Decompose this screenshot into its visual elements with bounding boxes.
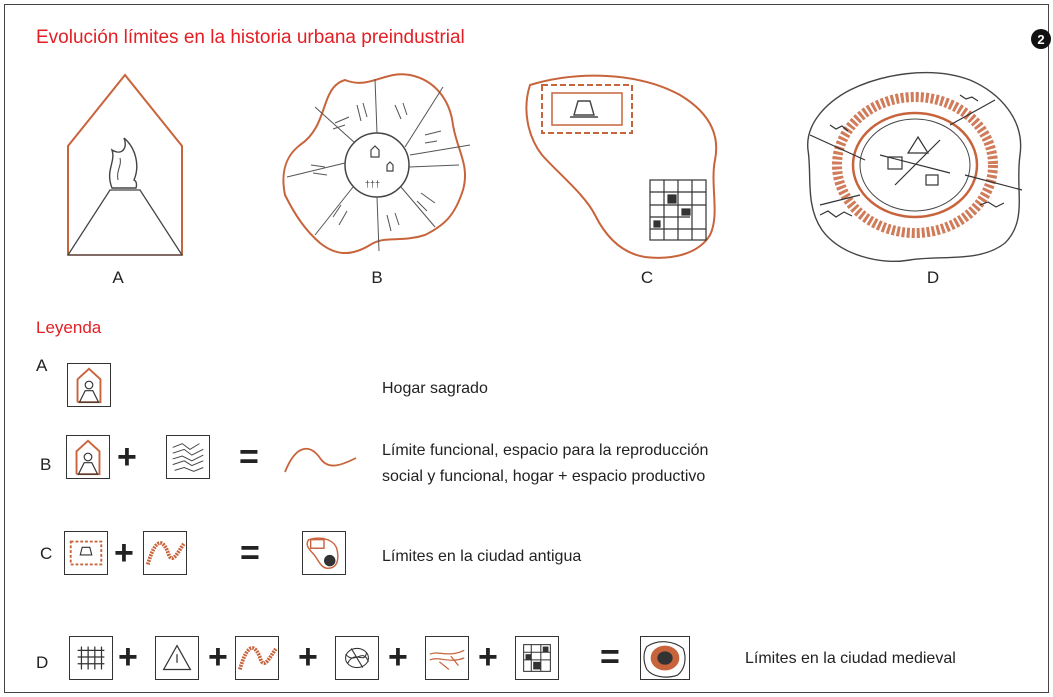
legend-row-b-description-line2: social y funcional, hogar + espacio prod… [382, 468, 706, 485]
legend-row-c-letter: C [40, 544, 53, 563]
plus-sign: + [208, 638, 228, 676]
road-network-icon [425, 636, 469, 680]
diagram-c-ancient-city [525, 74, 718, 259]
plus-sign: + [388, 638, 408, 676]
figure-title: Evolución límites en la historia urbana … [36, 27, 465, 48]
equals-sign: = [600, 638, 620, 676]
legend-row-c-description: Límites en la ciudad antigua [382, 548, 582, 565]
diagram-d-medieval-city [807, 71, 1023, 262]
plus-sign: + [118, 638, 138, 676]
figure-label-d: D [926, 268, 940, 287]
svg-text:†††: ††† [365, 179, 380, 189]
plus-sign: + [117, 438, 137, 476]
warning-triangle-icon [155, 636, 199, 680]
legend-row-b-letter: B [40, 455, 52, 474]
diagram-b-functional-limit: ††† [282, 73, 471, 254]
figure-label-c: C [640, 268, 654, 287]
tangle-icon [335, 636, 379, 680]
equals-sign: = [240, 534, 260, 572]
legend-row-a-letter: A [36, 356, 48, 375]
wave-limit-icon [143, 531, 187, 575]
ancient-city-icon [302, 531, 346, 575]
plus-sign: + [114, 534, 134, 572]
figure-label-b: B [371, 268, 383, 287]
functional-limit-curve-icon [284, 447, 357, 473]
medieval-city-icon [640, 636, 690, 680]
legend-row-b-description-line1: Límite funcional, espacio para la reprod… [382, 442, 709, 459]
productive-space-icon [166, 435, 210, 479]
hearth-house-icon [66, 435, 110, 479]
figure-label-a: A [112, 268, 124, 287]
wave-limit-icon [235, 636, 279, 680]
hearth-house-icon [67, 363, 111, 407]
diagram-a-sacred-hearth [66, 73, 184, 256]
plus-sign: + [298, 638, 318, 676]
legend-row-d-description: Límites en la ciudad medieval [745, 650, 956, 667]
figure-number-badge: 2 [1031, 29, 1051, 49]
legend-row-a-description: Hogar sagrado [382, 380, 488, 397]
grid-icon [69, 636, 113, 680]
figure-frame [4, 4, 1049, 693]
legend-title: Leyenda [36, 318, 102, 337]
plus-sign: + [478, 638, 498, 676]
urban-fabric-icon [515, 636, 559, 680]
equals-sign: = [239, 438, 259, 476]
sanctuary-precinct-icon [64, 531, 108, 575]
legend-row-d-letter: D [36, 653, 49, 672]
